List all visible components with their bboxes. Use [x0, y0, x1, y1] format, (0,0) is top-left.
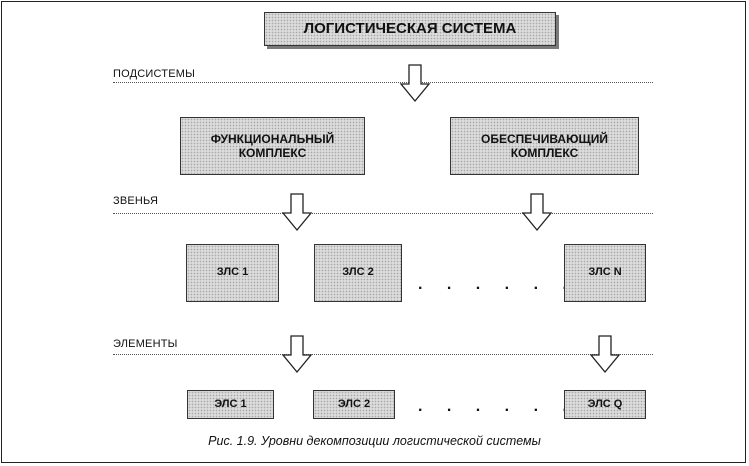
functional-complex-box: ФУНКЦИОНАЛЬНЫЙ КОМПЛЕКС — [180, 117, 365, 175]
arrow-down-icon-elements-left — [281, 335, 313, 374]
element-box-q: ЭЛС Q — [564, 390, 646, 419]
level-label-subsystems: ПОДСИСТЕМЫ — [113, 68, 196, 80]
link-box-2-label: ЗЛС 2 — [342, 266, 374, 279]
arrow-down-icon-elements-right — [589, 335, 621, 374]
supporting-complex-line2: КОМПЛЕКС — [510, 146, 579, 160]
link-box-1: ЗЛС 1 — [186, 244, 279, 302]
level-line-links — [113, 213, 653, 214]
element-box-2-label: ЭЛС 2 — [337, 397, 371, 410]
supporting-complex-line1: ОБЕСПЕЧИВАЮЩИЙ — [481, 131, 608, 146]
element-box-2: ЭЛС 2 — [313, 390, 395, 419]
link-box-n: ЗЛС N — [564, 244, 646, 302]
link-box-n-label: ЗЛС N — [588, 266, 622, 279]
arrow-down-icon-links-right — [521, 193, 553, 232]
logistics-system-box: ЛОГИСТИЧЕСКАЯ СИСТЕМА — [264, 12, 556, 46]
arrow-down-icon-links-left — [281, 193, 313, 232]
functional-complex-line1: ФУНКЦИОНАЛЬНЫЙ — [210, 131, 335, 146]
level-line-elements — [113, 354, 653, 355]
logistics-system-title: ЛОГИСТИЧЕСКАЯ СИСТЕМА — [303, 20, 517, 37]
level-label-elements: ЭЛЕМЕНТЫ — [113, 338, 178, 350]
level-line-subsystems — [113, 82, 653, 83]
link-box-1-label: ЗЛС 1 — [216, 266, 249, 279]
supporting-complex-box: ОБЕСПЕЧИВАЮЩИЙ КОМПЛЕКС — [450, 117, 639, 175]
element-box-1-label: ЭЛС 1 — [214, 397, 247, 410]
arrow-down-icon-subsystems — [399, 64, 431, 103]
link-ellipsis: . . . . . . . — [418, 276, 606, 293]
element-box-1: ЭЛС 1 — [187, 390, 274, 419]
functional-complex-line2: КОМПЛЕКС — [238, 146, 307, 160]
element-box-q-label: ЭЛС Q — [587, 397, 623, 410]
link-box-2: ЗЛС 2 — [314, 244, 402, 302]
figure-caption: Рис. 1.9. Уровни декомпозиции логистичес… — [208, 434, 541, 448]
element-ellipsis: . . . . . . . — [418, 398, 606, 415]
level-label-links: ЗВЕНЬЯ — [113, 195, 159, 207]
